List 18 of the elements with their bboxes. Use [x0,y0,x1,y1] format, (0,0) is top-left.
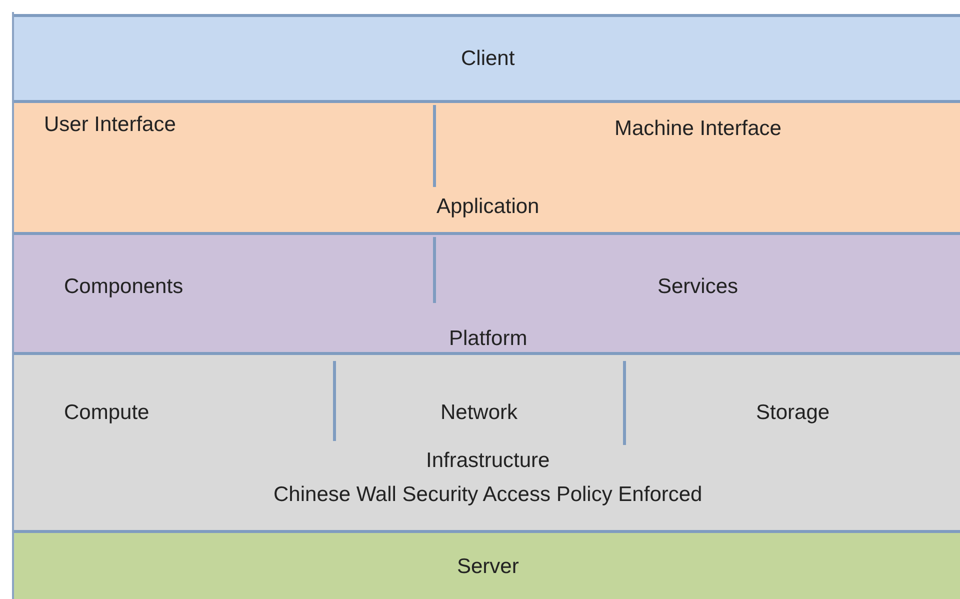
layer-label: Client [461,47,515,71]
layer-label: Compute [64,401,150,425]
layer-label: Platform [449,327,528,351]
layer-label: Machine Interface [614,117,782,141]
layer-label: Chinese Wall Security Access Policy Enforced [274,483,702,507]
layer-band [14,352,960,530]
layer-label: Storage [756,401,830,425]
layer-band [14,232,960,352]
layer-band [14,14,960,102]
layer-label: Components [64,275,184,299]
layer-band [14,530,960,599]
layer-label: Application [436,195,540,219]
layer-band [14,100,960,232]
layer-label: Server [457,555,519,579]
layer-label: Services [658,275,738,299]
layer-label: Network [440,401,518,425]
layer-label: User Interface [44,113,176,137]
layer-label: Infrastructure [426,449,550,473]
